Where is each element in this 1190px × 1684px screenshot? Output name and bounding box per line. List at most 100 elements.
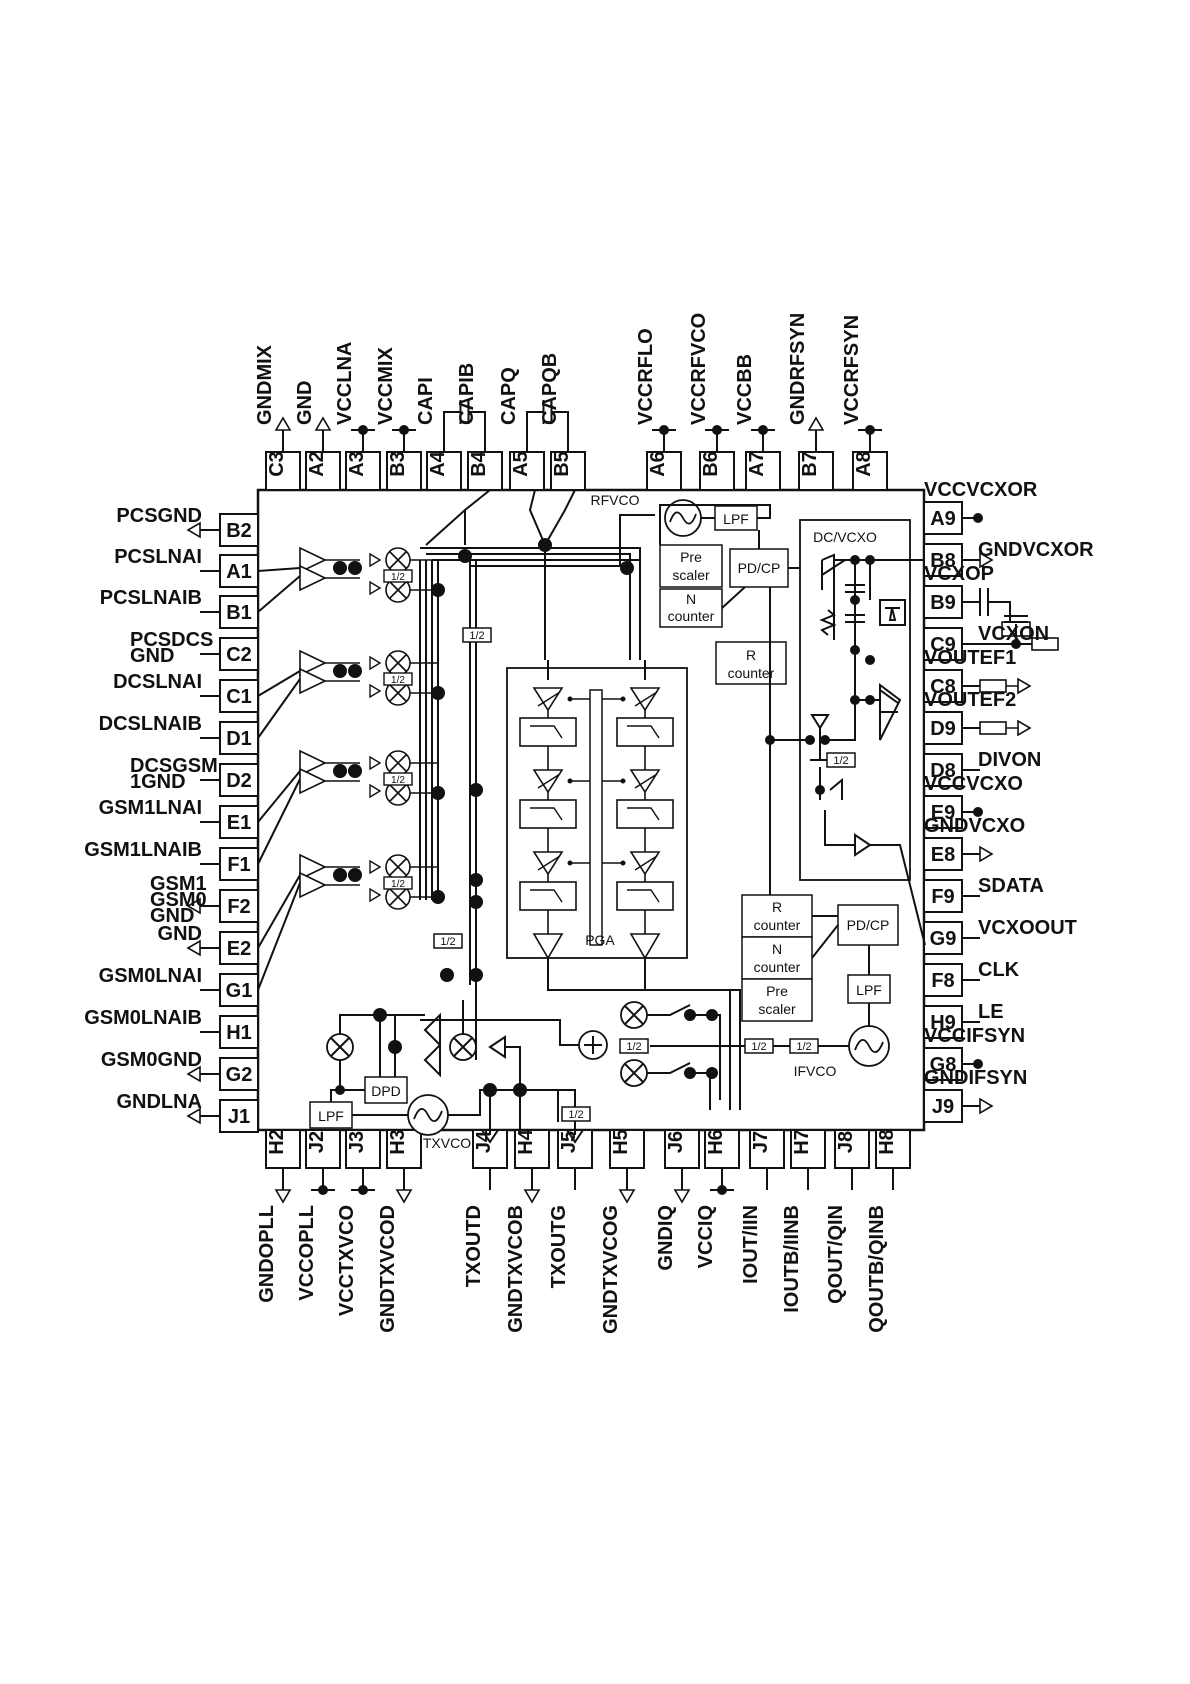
pin-id: G2 <box>226 1064 253 1086</box>
half-divider-label-tx: 1/2 <box>440 936 455 948</box>
pin-signal-A3: VCCLNA <box>334 342 356 425</box>
pin-id: F9 <box>931 886 954 908</box>
svg-text:PD/CP: PD/CP <box>847 917 890 933</box>
pin-id: D9 <box>930 718 956 740</box>
pin-id: G1 <box>226 980 253 1002</box>
tx-loop: DPD LPF TXVCO 1/2 <box>309 985 591 1151</box>
pin-signal-J3: VCCTXVCO <box>336 1205 358 1316</box>
pin-id: B3 <box>387 451 409 477</box>
top-capacitor <box>443 400 486 430</box>
pin-id: J6 <box>665 1131 687 1153</box>
pin-id: C8 <box>930 676 956 698</box>
pin-signal-B7: GNDRFSYN <box>787 313 809 425</box>
pin-signal-A9: VCCVCXOR <box>924 479 1038 501</box>
pin-signal-B8: GNDVCXOR <box>978 539 1094 561</box>
pin-signal-J8: QOUT/QIN <box>825 1205 847 1304</box>
pin-A7: A7 VCCBB <box>734 354 781 491</box>
pin-signal-C2: PCSDCS <box>130 629 213 651</box>
pin-id: C9 <box>930 634 956 656</box>
pin-signal-E8: GNDVCXO <box>924 815 1025 837</box>
pin-signal-C3: GNDMIX <box>254 344 276 425</box>
pin-signal-C2: GND <box>130 645 174 667</box>
lna-group: 1/2 <box>257 649 445 739</box>
rcounter-rf <box>715 641 787 685</box>
pin-id: B8 <box>930 550 956 572</box>
pin-id: J4 <box>473 1130 495 1153</box>
svg-text:PD/CP: PD/CP <box>738 560 781 576</box>
pin-signal-B4: CAPIB <box>456 363 478 425</box>
svg-text:1/2: 1/2 <box>391 879 405 890</box>
pin-signal-E1: GSM1LNAI <box>99 797 202 819</box>
pin-signal-B3: VCCMIX <box>375 347 397 425</box>
pin-signal-A7: VCCBB <box>734 354 756 425</box>
pin-signal-J5: TXOUTG <box>548 1205 570 1288</box>
pin-id: B7 <box>799 451 821 477</box>
lpf-if <box>847 974 891 1004</box>
pin-id: F1 <box>227 854 250 876</box>
pin-id: E2 <box>227 938 251 960</box>
svg-text:1/2: 1/2 <box>751 1041 766 1053</box>
pin-id: A1 <box>226 561 252 583</box>
pin-signal-G1: GSM0LNAI <box>99 965 202 987</box>
pin-signal-J7: IOUT/IIN <box>740 1205 762 1284</box>
pga-stage <box>519 687 590 770</box>
pin-id: C2 <box>226 644 252 666</box>
svg-text:LPF: LPF <box>856 982 882 998</box>
pin-id: J9 <box>932 1096 954 1118</box>
pin-id: J2 <box>306 1131 328 1153</box>
pin-A3: A3 VCCLNA <box>334 342 381 491</box>
pin-signal-J1: GNDLNA <box>116 1091 202 1113</box>
pin-signal-D9: VOUTEF2 <box>924 689 1016 711</box>
pin-id: E9 <box>931 802 955 824</box>
lna-group: 1/2 <box>257 749 445 865</box>
svg-text:counter: counter <box>754 917 801 933</box>
svg-text:1/2: 1/2 <box>391 675 405 686</box>
rf-synth: RFVCO LPF Pre scaler N counter PD/CP R c… <box>591 492 800 900</box>
pga-output-amp <box>629 933 741 1110</box>
lna-group: 1/2 <box>257 853 445 991</box>
pin-signal-F2: GSM1 <box>150 873 207 895</box>
pin-id: J8 <box>835 1131 857 1153</box>
svg-text:Pre: Pre <box>680 549 702 565</box>
pin-B8: B8 GNDVCXOR <box>923 539 1094 577</box>
pin-id: A7 <box>746 451 768 477</box>
pin-signal-B6: VCCRFVCO <box>688 313 710 425</box>
pin-id: H5 <box>610 1129 632 1155</box>
svg-text:1/2: 1/2 <box>568 1109 583 1121</box>
pin-id: A3 <box>346 451 368 477</box>
svg-text:N: N <box>772 941 782 957</box>
pin-id: A2 <box>306 451 328 477</box>
pin-id: A8 <box>853 451 875 477</box>
pin-id: J5 <box>558 1131 580 1153</box>
pin-signal-H4: GNDTXVCOB <box>505 1205 527 1333</box>
pin-signal-F2: GND <box>150 905 194 927</box>
pin-signal-B9: VCXOP <box>924 563 994 585</box>
svg-text:LPF: LPF <box>318 1108 344 1124</box>
pins-left: B2PCSGNDA1PCSLNAIB1PCSLNAIBC2PCSDCSGNDC1… <box>84 505 259 1133</box>
if-synth: R counter N counter Pre scaler PD/CP LPF… <box>650 894 899 1079</box>
pin-signal-C1: DCSLNAI <box>113 671 202 693</box>
pga-stage <box>602 769 674 852</box>
pin-signal-J4: TXOUTD <box>463 1205 485 1287</box>
